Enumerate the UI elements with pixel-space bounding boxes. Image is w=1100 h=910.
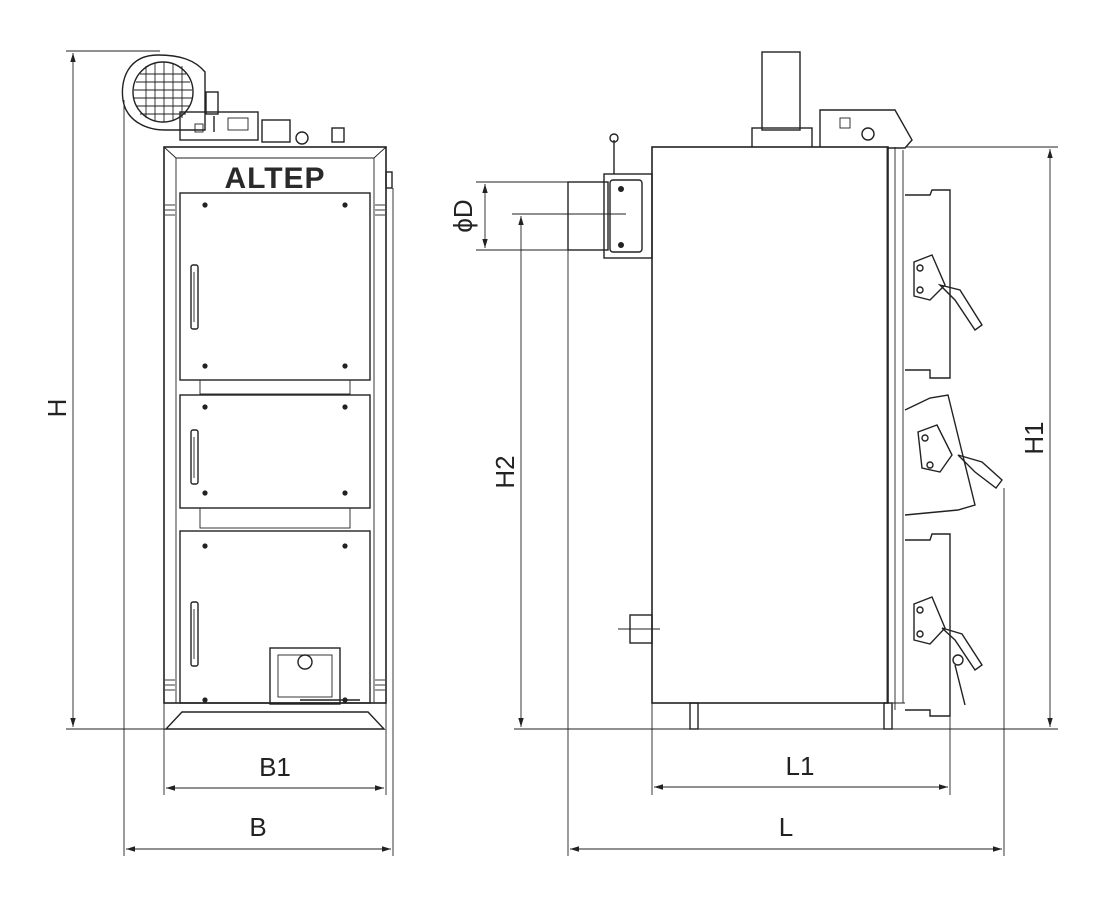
dim-label-l: L: [779, 812, 793, 842]
dim-label-h: H: [42, 399, 72, 418]
front-dimensions: H B1 B: [42, 50, 394, 856]
side-middle-door: [904, 394, 1003, 516]
side-cabinet: [651, 146, 889, 704]
dim-label-l1: L1: [786, 751, 815, 781]
fan-icon: [121, 54, 219, 131]
dim-label-h1: H1: [1019, 421, 1049, 454]
front-cabinet: [163, 146, 387, 704]
lower-door: [179, 530, 371, 705]
dim-label-b: B: [249, 812, 266, 842]
controller-icon: [179, 111, 345, 145]
side-lower-door: [905, 533, 983, 717]
chimney-top: [761, 51, 801, 131]
flue-outlet: [567, 133, 653, 259]
dim-label-h2: H2: [490, 455, 520, 488]
return-pipe: [618, 614, 660, 644]
dim-label-b1: B1: [259, 752, 291, 782]
dim-label-phi-d: ϕD: [448, 199, 478, 232]
front-view: ALTEP: [121, 54, 393, 730]
brand-logo: ALTEP: [224, 162, 325, 195]
side-upper-door: [905, 189, 983, 379]
side-dimensions: ϕD H2 H1 L1 L: [448, 146, 1058, 856]
front-base: [164, 711, 386, 730]
side-view: [567, 51, 1003, 730]
